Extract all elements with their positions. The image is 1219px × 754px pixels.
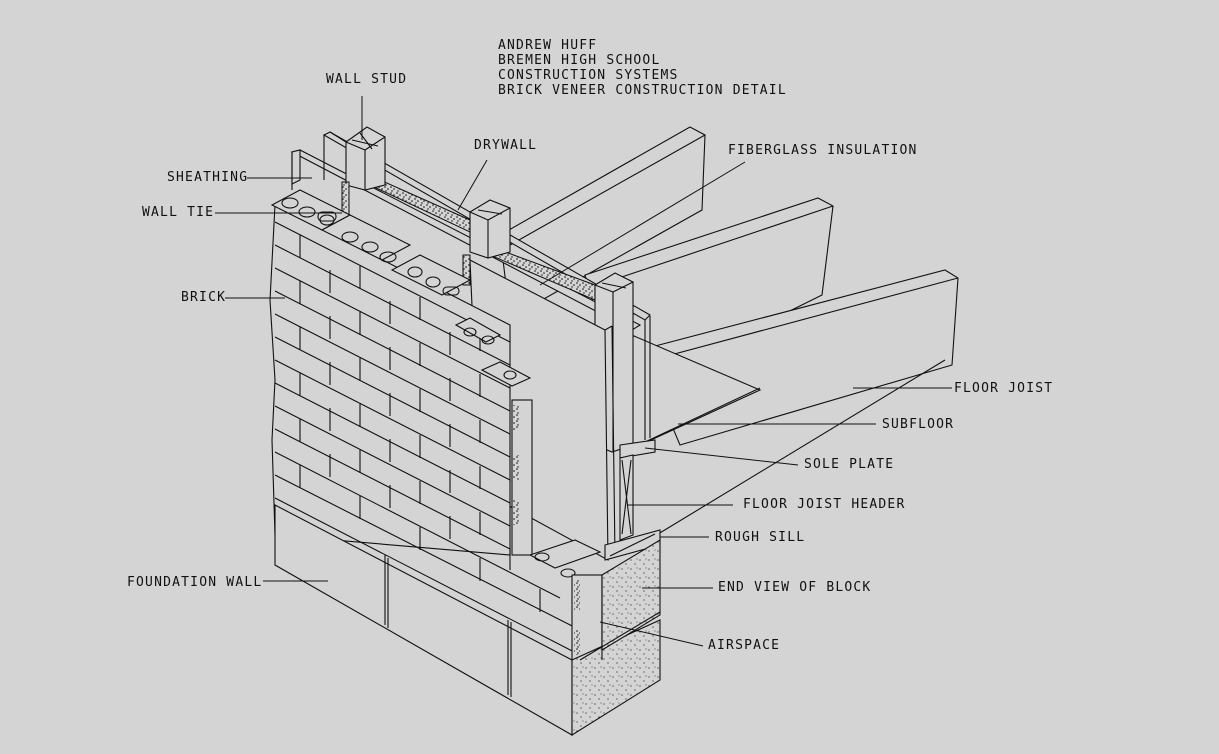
author-name: ANDREW HUFF xyxy=(498,38,598,53)
label-foundation-wall: FOUNDATION WALL xyxy=(127,574,263,591)
label-subfloor: SUBFLOOR xyxy=(882,416,955,433)
label-wall-stud: WALL STUD xyxy=(326,71,408,88)
foundation-wall xyxy=(274,504,661,736)
label-drywall: DRYWALL xyxy=(474,137,538,154)
label-sheathing: SHEATHING xyxy=(167,169,249,186)
label-brick: BRICK xyxy=(181,289,227,306)
school-name: BREMEN HIGH SCHOOL xyxy=(498,53,661,68)
label-end-view-of-block: END VIEW OF BLOCK xyxy=(718,579,872,596)
label-floor-joist-header: FLOOR JOIST HEADER xyxy=(743,496,906,513)
course-name: CONSTRUCTION SYSTEMS xyxy=(498,68,679,83)
label-sole-plate: SOLE PLATE xyxy=(804,456,895,473)
label-wall-tie: WALL TIE xyxy=(142,204,215,221)
label-fiberglass-insulation: FIBERGLASS INSULATION xyxy=(728,142,918,159)
brick-veneer xyxy=(269,189,603,661)
leader-lines xyxy=(215,96,952,647)
label-floor-joist: FLOOR JOIST xyxy=(954,380,1054,397)
label-rough-sill: ROUGH SILL xyxy=(715,529,806,546)
label-airspace: AIRSPACE xyxy=(708,637,781,654)
title-block: ANDREW HUFF BREMEN HIGH SCHOOL CONSTRUCT… xyxy=(498,38,787,98)
drawing-title: BRICK VENEER CONSTRUCTION DETAIL xyxy=(498,83,787,98)
floor-framing-edge xyxy=(604,439,661,561)
